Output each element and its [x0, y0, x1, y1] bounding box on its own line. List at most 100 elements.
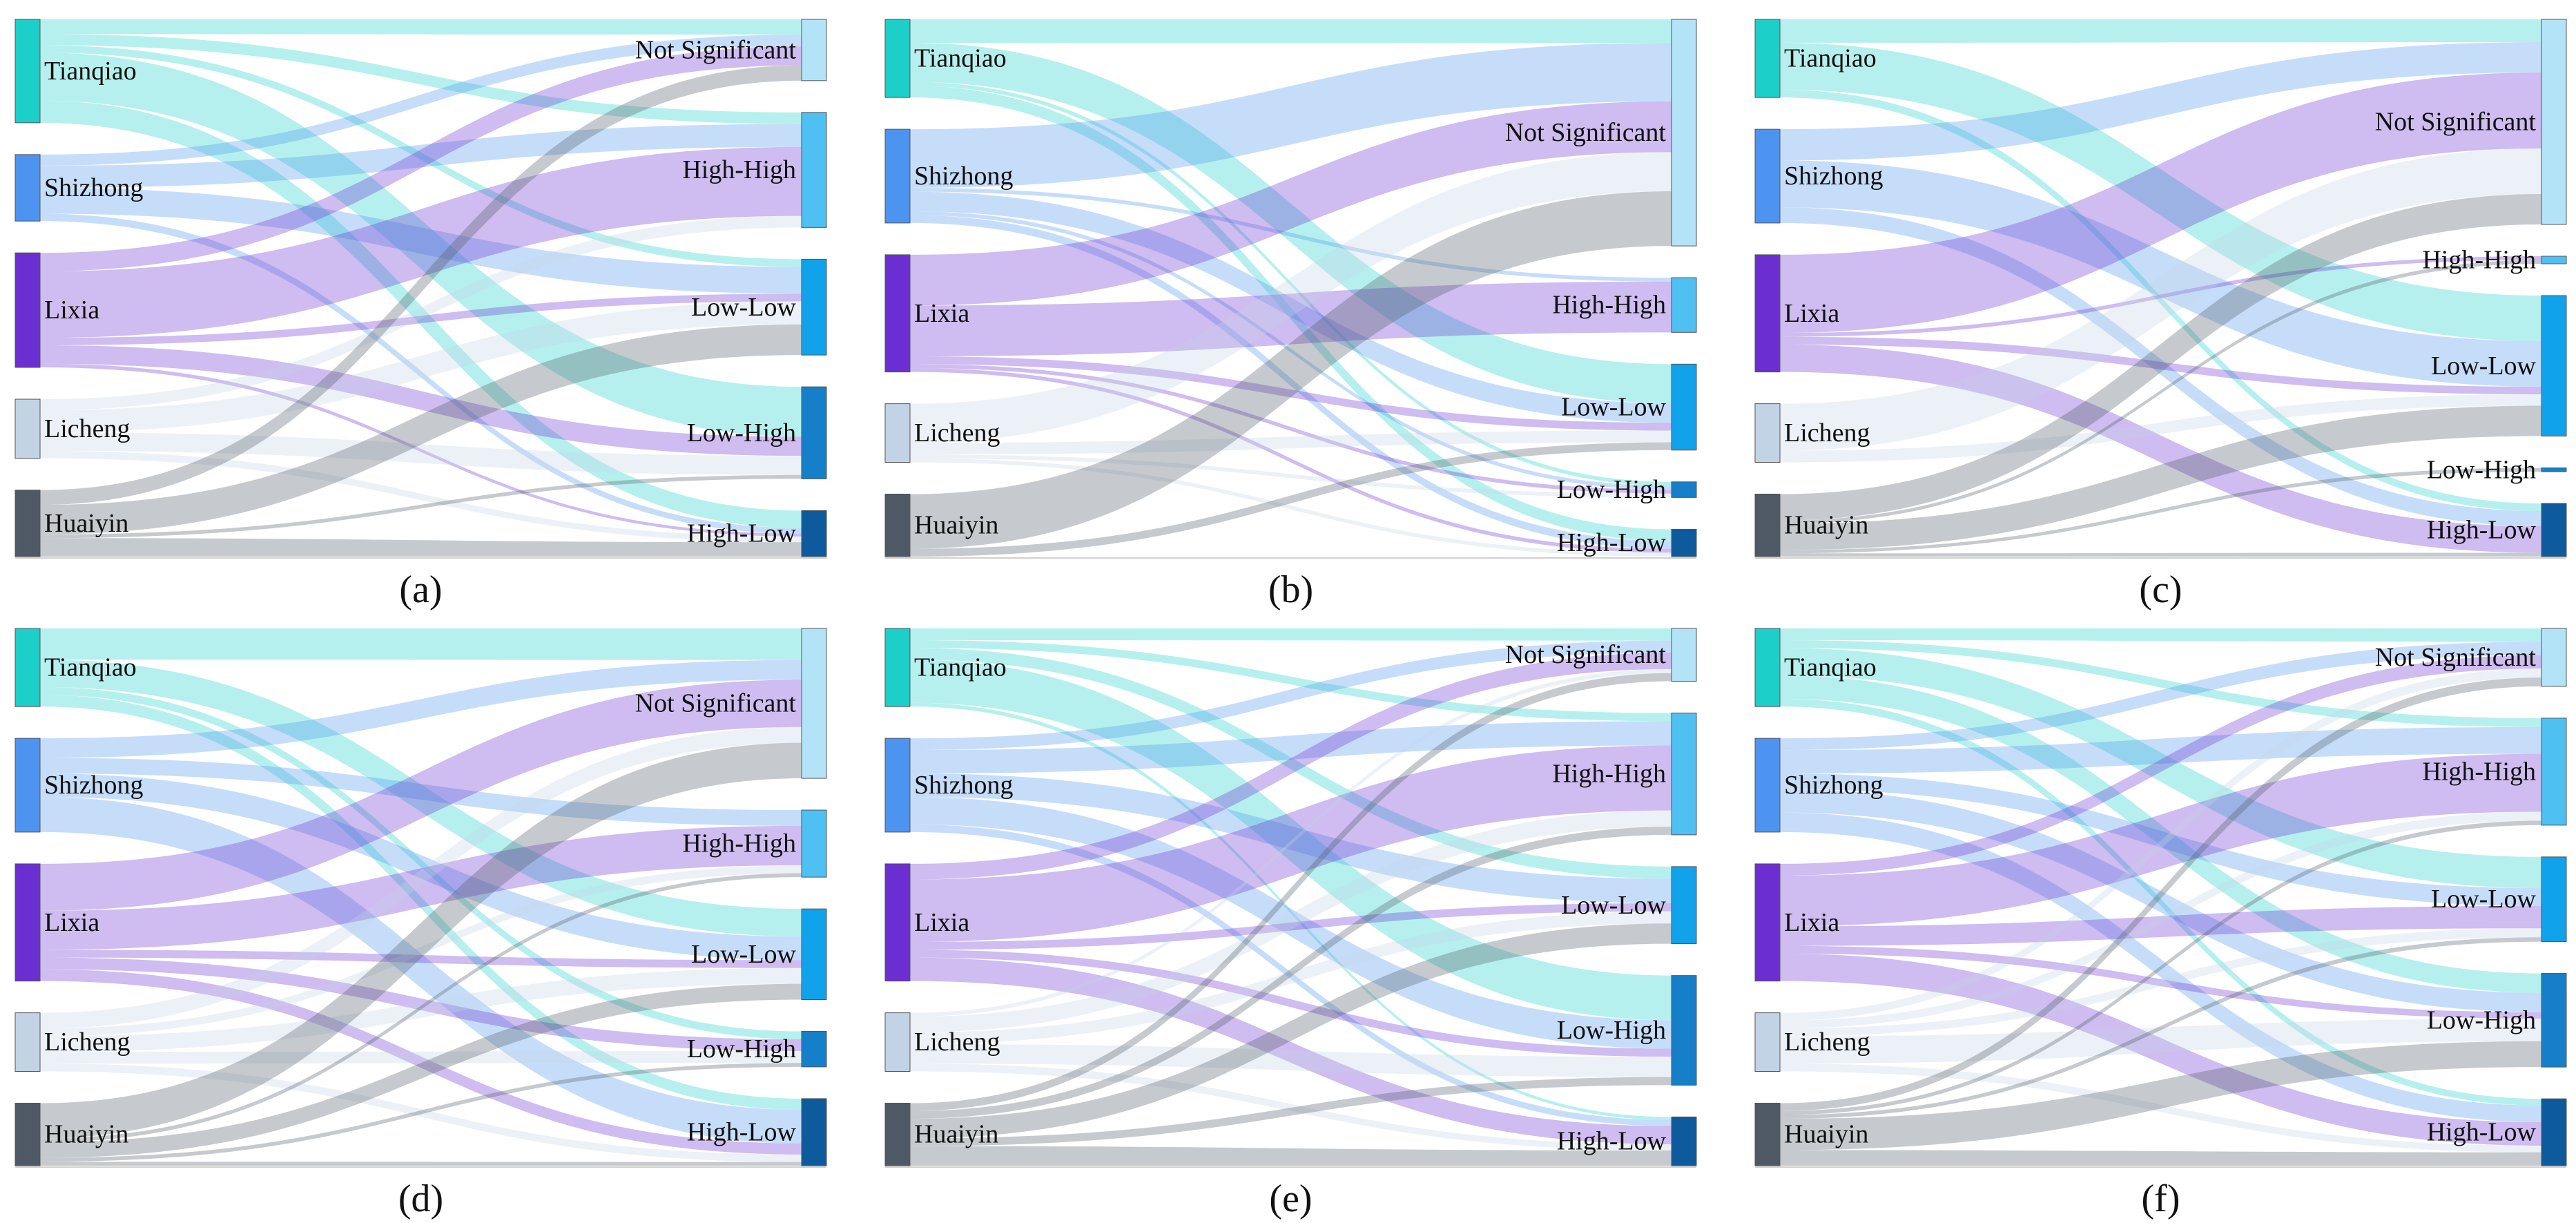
node-high-low	[801, 510, 827, 557]
node-lixia	[1754, 863, 1781, 982]
node-tianqiao	[1754, 628, 1781, 707]
flow-tianqiao-to-high-low	[910, 702, 1672, 1120]
flow-tianqiao-to-low-low	[910, 42, 1672, 403]
node-lixia	[14, 863, 41, 982]
node-label-shizhong: Shizhong	[1784, 162, 1883, 191]
node-lixia	[884, 254, 911, 373]
flow-tianqiao-to-low-low	[1780, 648, 2541, 889]
node-licheng	[1754, 403, 1781, 463]
flow-lixia-to-high-low	[910, 367, 1672, 553]
flow-shizhong-to-high-high	[40, 124, 802, 188]
flow-lixia-to-high-low	[40, 363, 802, 537]
flow-lixia-to-low-high	[910, 950, 1672, 1057]
flow-lixia-to-high-high	[40, 825, 802, 950]
flow-tianqiao-to-not-significant	[40, 628, 802, 660]
node-label-low-high: Low-High	[687, 418, 796, 447]
node-shizhong	[884, 738, 911, 833]
flow-shizhong-to-low-low	[910, 191, 1672, 423]
flow-licheng-to-low-high	[40, 1051, 802, 1064]
node-label-licheng: Licheng	[914, 418, 1000, 447]
flow-huaiyin-to-not-significant	[910, 191, 1672, 549]
panel-b-links	[910, 19, 1672, 557]
flow-licheng-to-high-high	[910, 810, 1672, 1032]
node-low-low	[2541, 856, 2567, 943]
flow-huaiyin-to-low-low	[40, 983, 802, 1158]
flow-tianqiao-to-high-low	[1780, 89, 2541, 512]
panel-d-links	[40, 628, 802, 1166]
node-licheng	[14, 1012, 41, 1072]
flow-licheng-to-low-high	[40, 432, 802, 475]
flow-lixia-to-high-low	[40, 969, 802, 1155]
flow-lixia-to-not-significant	[1780, 655, 2541, 876]
node-high-high	[2541, 256, 2567, 264]
node-not-significant	[2541, 628, 2567, 687]
node-label-lixia: Lixia	[44, 296, 99, 325]
flow-huaiyin-to-low-high	[1780, 468, 2541, 554]
flow-huaiyin-to-not-significant	[40, 65, 802, 505]
flow-huaiyin-to-low-low	[910, 923, 1672, 1139]
flow-tianqiao-to-low-low	[40, 45, 802, 267]
flow-licheng-to-high-low	[910, 458, 1672, 557]
node-label-tianqiao: Tianqiao	[1784, 44, 1877, 73]
node-label-high-low: High-Low	[1557, 1127, 1667, 1156]
flow-shizhong-to-low-low	[1780, 773, 2541, 906]
flow-tianqiao-to-low-high	[40, 686, 802, 1039]
flow-shizhong-to-low-high	[910, 211, 1672, 490]
flow-shizhong-to-low-high	[1780, 789, 2541, 1012]
flow-lixia-to-high-high	[1780, 256, 2541, 337]
flow-shizhong-to-not-significant	[910, 42, 1672, 188]
flow-tianqiao-to-high-high	[40, 34, 802, 124]
node-low-high	[801, 386, 827, 479]
node-shizhong	[1754, 738, 1781, 833]
flow-tianqiao-to-high-low	[40, 100, 802, 528]
panel-d-caption: (d)	[398, 1177, 443, 1220]
flow-shizhong-to-not-significant	[40, 659, 802, 758]
node-label-licheng: Licheng	[44, 1028, 130, 1057]
flow-tianqiao-to-low-low	[1780, 42, 2541, 341]
node-huaiyin	[14, 490, 41, 557]
panel-f-caption: (f)	[2142, 1177, 2180, 1220]
flow-shizhong-to-high-high	[40, 758, 802, 826]
node-label-huaiyin: Huaiyin	[914, 511, 998, 540]
flow-licheng-to-low-low	[1780, 394, 2541, 463]
node-label-low-low: Low-Low	[691, 293, 797, 322]
flow-tianqiao-to-low-low	[40, 659, 802, 937]
flow-huaiyin-to-low-low	[1780, 405, 2541, 550]
flow-lixia-to-low-high	[40, 957, 802, 1052]
flow-tianqiao-to-low-high	[910, 81, 1672, 486]
node-huaiyin	[884, 1102, 911, 1166]
flow-lixia-to-low-low	[1780, 336, 2541, 394]
flow-tianqiao-to-not-significant	[910, 19, 1672, 43]
node-low-high	[2541, 468, 2567, 472]
flow-tianqiao-to-high-high	[910, 639, 1672, 722]
node-high-high	[801, 112, 827, 228]
node-licheng	[14, 398, 41, 459]
flow-tianqiao-to-not-significant	[40, 19, 802, 35]
node-low-low	[801, 258, 827, 356]
flow-lixia-to-high-low	[1780, 954, 2541, 1146]
flow-huaiyin-to-low-high	[40, 1063, 802, 1162]
node-label-licheng: Licheng	[1784, 1028, 1870, 1057]
node-low-high	[801, 1031, 827, 1068]
flow-tianqiao-to-low-high	[40, 52, 802, 437]
flow-shizhong-to-high-high	[1780, 726, 2541, 774]
flow-huaiyin-to-high-high	[40, 873, 802, 1143]
flow-licheng-to-low-low	[910, 911, 1672, 1044]
node-shizhong	[884, 128, 911, 224]
panel-b-caption: (b)	[1268, 568, 1313, 611]
flow-shizhong-to-low-low	[40, 773, 802, 961]
node-label-high-low: High-Low	[2427, 516, 2537, 545]
flow-licheng-to-high-low	[40, 450, 802, 543]
node-label-huaiyin: Huaiyin	[1784, 1120, 1868, 1149]
flow-shizhong-to-low-low	[1780, 160, 2541, 387]
flow-huaiyin-to-high-low	[910, 1146, 1672, 1166]
node-not-significant	[2541, 19, 2567, 225]
node-label-tianqiao: Tianqiao	[914, 653, 1007, 682]
node-label-low-high: Low-High	[1557, 475, 1666, 504]
flow-tianqiao-to-high-high	[1780, 639, 2541, 727]
node-label-licheng: Licheng	[914, 1028, 1000, 1057]
node-shizhong	[1754, 128, 1781, 224]
flow-tianqiao-to-high-low	[1780, 698, 2541, 1106]
